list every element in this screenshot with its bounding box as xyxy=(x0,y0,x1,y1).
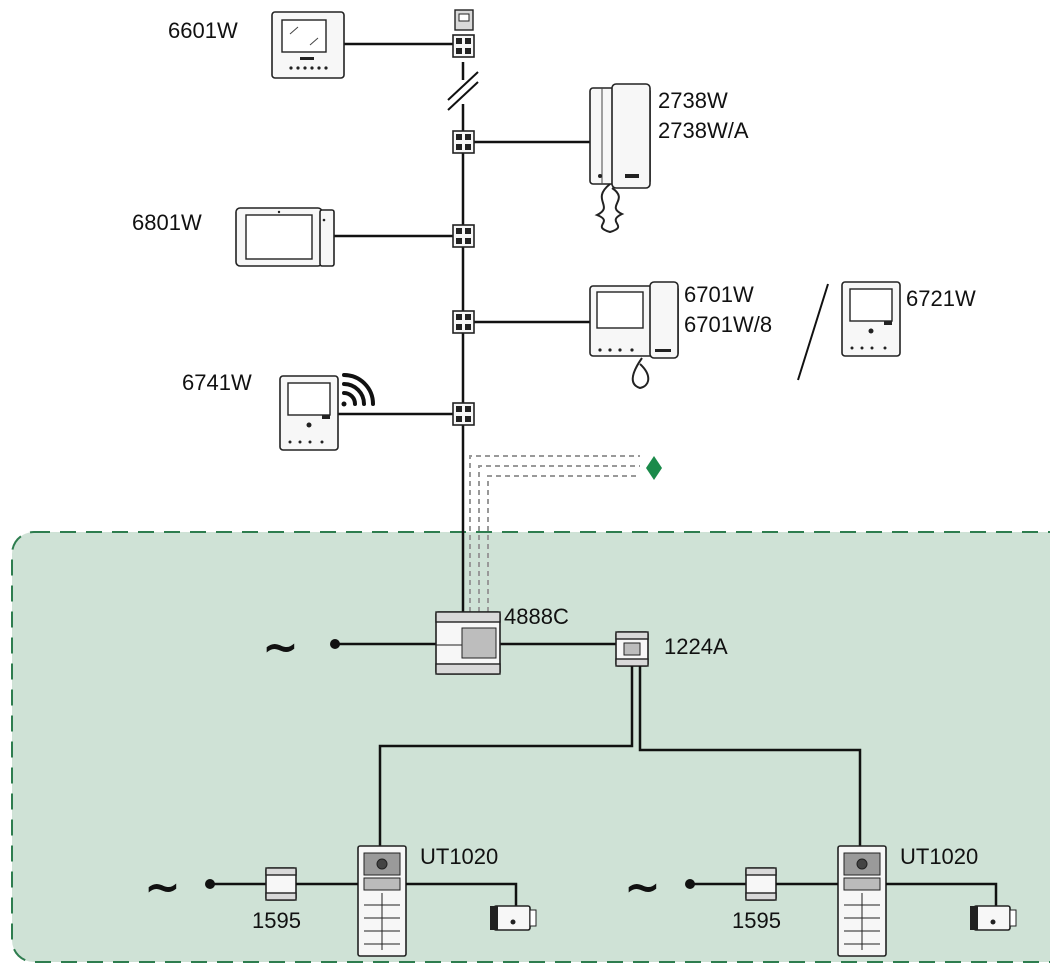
label-1595-left: 1595 xyxy=(252,908,301,933)
label-1224a: 1224A xyxy=(664,634,728,659)
handset-2738w-icon xyxy=(589,83,651,234)
label-6701w: 6701W xyxy=(684,282,754,307)
label-6601w: 6601W xyxy=(168,18,238,43)
power-supply-1595-right-icon xyxy=(745,867,777,901)
label-6721w: 6721W xyxy=(906,286,976,311)
terminal-block xyxy=(452,130,475,154)
terminal-block xyxy=(452,402,475,426)
monitor-6721w-icon xyxy=(841,281,901,357)
wifi-icon xyxy=(341,373,375,407)
mains-symbol: ~ xyxy=(262,622,299,673)
module-1224a-icon xyxy=(615,631,649,667)
power-supply-4888c-icon xyxy=(435,611,501,675)
label-6801w: 6801W xyxy=(132,210,202,235)
door-lock-left-icon xyxy=(490,905,537,931)
label-6701w-8: 6701W/8 xyxy=(684,312,772,337)
wire-1224a-left-panel xyxy=(378,666,634,846)
label-4888c: 4888C xyxy=(504,604,569,629)
monitor-6801w-icon xyxy=(235,207,335,267)
monitor-6741w-icon xyxy=(279,375,339,451)
label-6741w: 6741W xyxy=(182,370,252,395)
door-lock-right-icon xyxy=(970,905,1017,931)
label-1595-right: 1595 xyxy=(732,908,781,933)
label-ut1020-left: UT1020 xyxy=(420,844,498,869)
power-supply-1595-left-icon xyxy=(265,867,297,901)
alternative-slash xyxy=(797,283,829,381)
label-ut1020-right: UT1020 xyxy=(900,844,978,869)
terminal-block xyxy=(452,310,475,334)
terminal-block xyxy=(452,34,475,58)
terminal-top-cap xyxy=(454,9,474,31)
wire-1224a-right-panel xyxy=(638,666,862,846)
wire-panel-lock-right xyxy=(886,882,998,906)
monitor-6701w-icon xyxy=(589,281,679,390)
terminal-block xyxy=(452,224,475,248)
optional-cable-run xyxy=(469,455,640,612)
wire-panel-lock-left xyxy=(406,882,518,906)
door-station-right-icon xyxy=(837,845,887,957)
diamond-marker-icon xyxy=(646,456,662,480)
mains-symbol: ~ xyxy=(624,862,661,913)
label-2738w: 2738W xyxy=(658,88,728,113)
monitor-6601w-icon xyxy=(271,11,345,79)
label-2738w-a: 2738W/A xyxy=(658,118,749,143)
door-station-left-icon xyxy=(357,845,407,957)
bus-break-mark xyxy=(447,71,479,111)
mains-symbol: ~ xyxy=(144,862,181,913)
